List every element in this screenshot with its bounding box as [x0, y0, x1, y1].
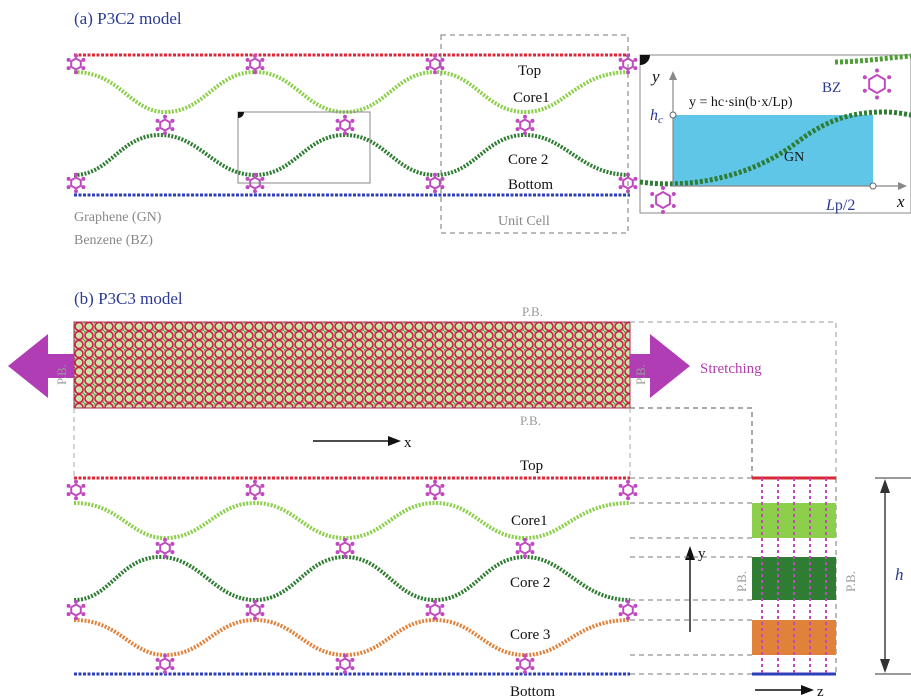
panel-a-title: (a) P3C2 model	[74, 9, 182, 28]
a-label-core2: Core 2	[508, 152, 548, 168]
b-pb-verticals	[73, 408, 631, 478]
benzene-molecule	[245, 53, 265, 75]
end-core3	[752, 620, 836, 655]
benzene-molecule	[66, 599, 86, 621]
b-label-core2: Core 2	[510, 575, 550, 591]
b-end-view	[752, 476, 836, 676]
benzene-molecule	[245, 172, 265, 194]
b-left-stretch-arrow	[8, 334, 74, 398]
h-arrow-top	[880, 479, 890, 493]
inset-hc-point	[669, 111, 677, 119]
b-pb-right: P.B.	[633, 364, 648, 385]
benzene-molecule	[515, 537, 535, 559]
b-pb-top: P.B.	[522, 304, 543, 319]
b-y-label: y	[698, 546, 706, 562]
benzene-molecule	[335, 114, 355, 136]
benzene-molecule	[515, 114, 535, 136]
b-pb-end-right: P.B.	[843, 571, 858, 592]
a-inset: y x hc Lp/2 y = hc·sin(b·x/Lp) BZ GN	[639, 53, 911, 214]
h-label: h	[895, 565, 904, 584]
benzene-molecule	[862, 68, 892, 100]
b-label-top: Top	[520, 458, 543, 474]
a-legend-bz: Benzene (BZ)	[74, 233, 153, 248]
benzene-molecule	[425, 53, 445, 75]
benzene-molecule	[425, 172, 445, 194]
b-pb-end-left: P.B.	[734, 571, 749, 592]
panel-b-title: (b) P3C3 model	[74, 289, 183, 308]
inset-y-arrow	[669, 71, 677, 80]
b-z-arrow-head	[801, 685, 814, 695]
inset-gn-chain	[639, 109, 911, 187]
inset-y-label: y	[650, 67, 660, 86]
benzene-molecule	[335, 537, 355, 559]
b-lattice-top-view	[74, 322, 630, 408]
b-right-stretch-arrow	[630, 334, 690, 398]
benzene-molecule	[335, 653, 355, 675]
a-selection-corner	[238, 112, 244, 118]
benzene-molecule	[425, 599, 445, 621]
b-x-label: x	[404, 435, 412, 451]
benzene-molecule	[155, 114, 175, 136]
inset-gn-label: GN	[784, 150, 804, 165]
inset-x-label: x	[896, 192, 905, 211]
b-label-core1: Core1	[511, 513, 548, 529]
a-core1-layer	[73, 69, 631, 115]
benzene-molecule	[245, 599, 265, 621]
a-label-core1: Core1	[513, 90, 550, 106]
b-label-core3: Core 3	[510, 627, 550, 643]
inset-lp-label: Lp/2	[825, 197, 855, 214]
inset-area	[673, 115, 873, 186]
b-label-bottom: Bottom	[510, 684, 555, 699]
inset-x-arrow	[898, 182, 907, 190]
b-pb-box-2	[630, 407, 753, 478]
benzene-molecule	[66, 53, 86, 75]
benzene-molecule	[155, 653, 175, 675]
a-label-top: Top	[518, 63, 541, 79]
h-arrow-bottom	[880, 659, 890, 673]
b-pb-mid: P.B.	[520, 413, 541, 428]
a-benzene-molecules	[66, 53, 638, 194]
b-z-label: z	[817, 684, 824, 699]
benzene-molecule	[425, 479, 445, 501]
b-stretching-label: Stretching	[700, 361, 762, 377]
a-unit-cell-box	[440, 34, 629, 234]
inset-corner	[640, 55, 650, 65]
end-benzene-rungs	[761, 478, 827, 674]
a-selection-box	[237, 111, 371, 184]
b-pb-left: P.B.	[54, 364, 69, 385]
a-unit-cell-label: Unit Cell	[498, 214, 550, 229]
inset-top-chain	[834, 53, 911, 65]
inset-bz-label: BZ	[822, 80, 841, 96]
b-pb-box-1	[630, 321, 837, 478]
a-legend-gn: Graphene (GN)	[74, 210, 162, 225]
benzene-molecule	[650, 186, 676, 214]
b-benzene-molecules	[66, 479, 638, 675]
b-y-arrow-head	[685, 546, 695, 560]
benzene-molecule	[515, 653, 535, 675]
benzene-molecule	[618, 479, 638, 501]
a-label-bottom: Bottom	[508, 177, 553, 193]
b-x-arrow-head	[388, 436, 401, 446]
benzene-molecule	[618, 599, 638, 621]
inset-hc-label: hc	[650, 107, 663, 126]
benzene-molecule	[66, 479, 86, 501]
inset-equation: y = hc·sin(b·x/Lp)	[689, 95, 793, 110]
inset-lp-point	[869, 182, 877, 190]
benzene-molecule	[155, 537, 175, 559]
benzene-molecule	[618, 172, 638, 194]
inset-benzene-molecules	[650, 68, 892, 214]
benzene-molecule	[66, 172, 86, 194]
benzene-molecule	[245, 479, 265, 501]
benzene-molecule	[618, 53, 638, 75]
